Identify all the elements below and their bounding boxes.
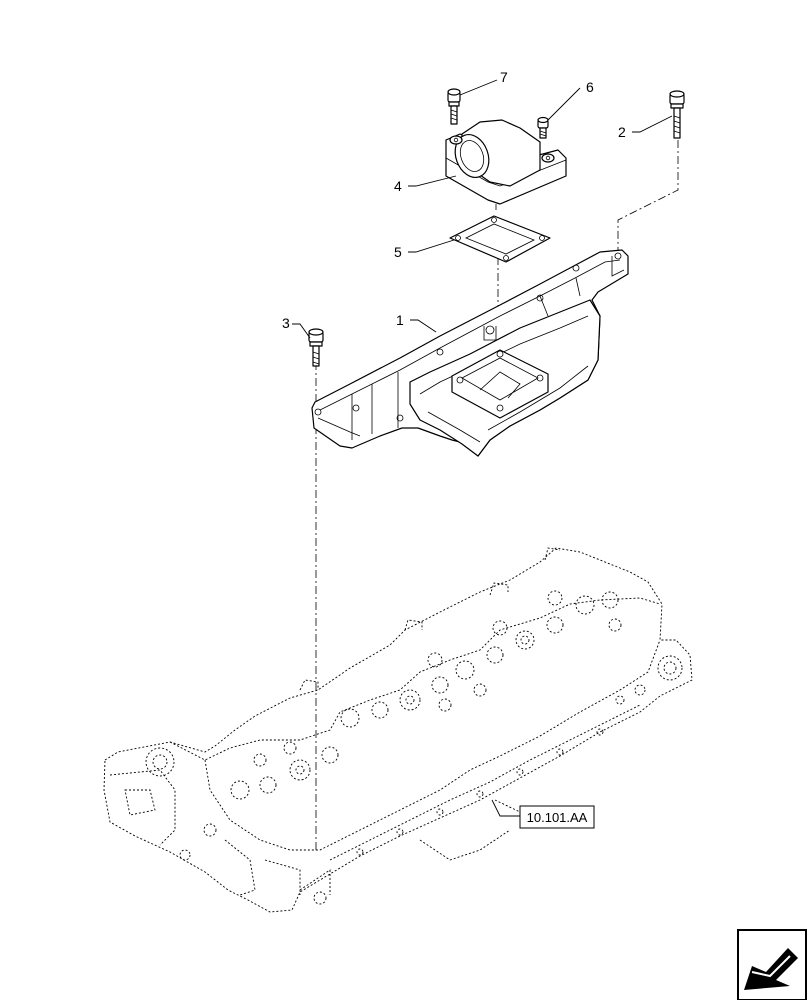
callout-7: 7 (500, 69, 508, 85)
intake-manifold (311, 249, 629, 457)
reference-link[interactable]: 10.101.AA (519, 805, 595, 829)
callout-1: 1 (396, 312, 404, 328)
bolt-6 (537, 116, 549, 139)
callout-4: 4 (394, 178, 402, 194)
navigation-arrow-icon[interactable] (737, 929, 807, 1000)
callout-3: 3 (282, 315, 290, 331)
bolt-2 (669, 90, 685, 139)
bolt-3 (308, 328, 324, 367)
leader-lines (292, 79, 673, 817)
callout-2: 2 (618, 124, 626, 140)
cylinder-head (103, 547, 693, 913)
reference-label: 10.101.AA (527, 810, 588, 825)
callout-5: 5 (394, 244, 402, 260)
outlet-elbow (445, 119, 567, 205)
callout-6: 6 (586, 79, 594, 95)
bolt-7 (447, 88, 461, 125)
gasket (449, 215, 551, 263)
